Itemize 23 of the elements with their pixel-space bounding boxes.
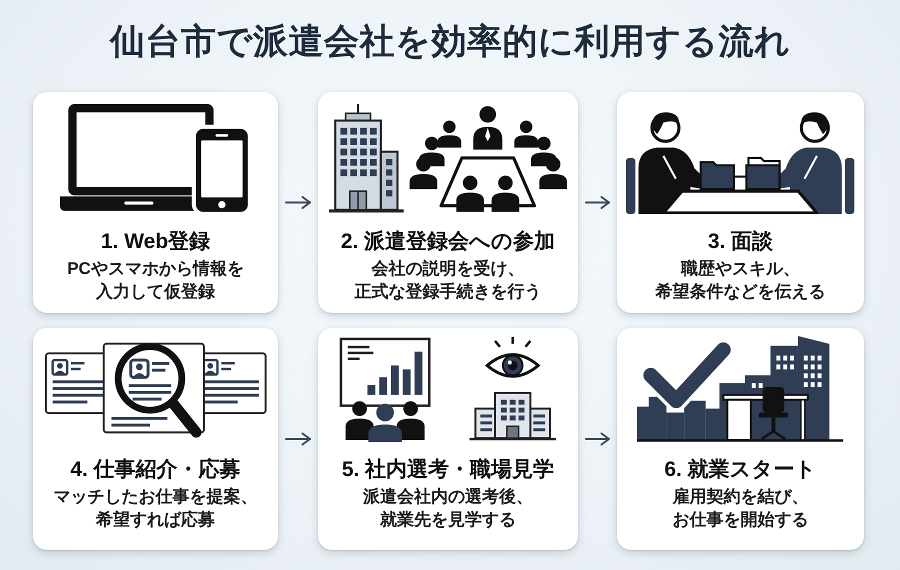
step-title: 2. 派遣登録会への参加 (340, 229, 556, 255)
arrow (285, 432, 311, 446)
step-title: 6. 就業スタート (664, 457, 817, 483)
arrow (585, 196, 610, 209)
step-description: PCやスマホから情報を入力して仮登録 (66, 258, 245, 303)
arrow (585, 432, 610, 446)
page-title: 仙台市で派遣会社を効率的に利用する流れ (110, 21, 790, 63)
step-card (33, 328, 278, 550)
step-card (318, 92, 578, 313)
step-card (33, 92, 278, 313)
step-description: 会社の説明を受け、正式な登録手続きを行う (354, 258, 542, 303)
step-description: 雇用契約を結び、お仕事を開始する (671, 486, 810, 531)
arrow (285, 196, 311, 209)
step-title: 3. 面談 (708, 229, 774, 255)
step-card (617, 92, 864, 313)
step-description: マッチしたお仕事を提案、希望すれば応募 (52, 486, 258, 531)
step-card (617, 328, 864, 550)
step-description: 派遣会社内の選考後、就業先を見学する (362, 486, 534, 531)
step-title: 4. 仕事紹介・応募 (70, 456, 241, 483)
step-title: 1. Web登録 (100, 229, 210, 255)
step-card (318, 328, 578, 550)
step-title: 5. 社内選考・職場見学 (342, 457, 554, 483)
step-description: 職歴やスキル、希望条件などを伝える (654, 258, 826, 303)
